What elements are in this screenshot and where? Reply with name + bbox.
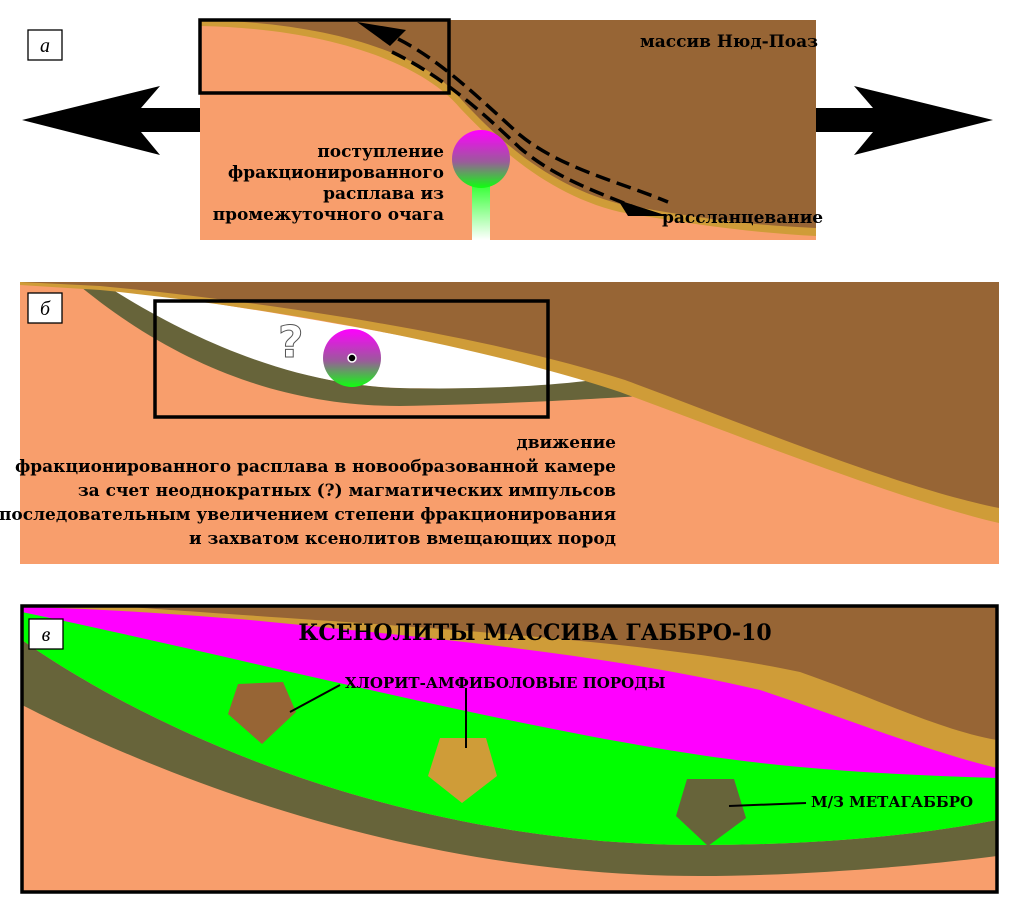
question-mark: ? [278, 317, 304, 368]
panel-b: б ? движение фракционированного расплава… [0, 282, 999, 564]
extension-arrow-right [815, 86, 993, 155]
schistosity-dash-upper [377, 28, 669, 204]
leader-chlorite-1 [289, 684, 341, 713]
panel-b-letter-box [27, 292, 63, 324]
caption-line-2: фракционированного расплава в новообразо… [15, 457, 616, 477]
inflow-line-3: расплава из [323, 184, 444, 204]
xenolith-olive [676, 779, 746, 846]
xenolith-ochre [428, 738, 497, 803]
caption-line-1: движение [516, 433, 616, 453]
label-metagabbro: М/З МЕТАГАББРО [811, 793, 973, 811]
panel-c: в КСЕНОЛИТЫ МАССИВА ГАББРО-10 ХЛОРИТ-АМФ… [20, 604, 999, 894]
extension-arrow-left [22, 86, 205, 155]
schistosity-arrowhead-down [618, 200, 668, 216]
massif-label: массив Нюд-Поаз [640, 32, 818, 52]
xenolith-brown [228, 682, 296, 744]
inflow-line-4: промежуточного очага [213, 205, 444, 225]
panel-a-letter-box [27, 29, 63, 61]
leader-metagabbro [728, 802, 807, 807]
massif-block-c [120, 606, 997, 740]
olive-band-c [22, 640, 997, 876]
inflow-line-2: фракционированного [228, 163, 444, 183]
panel-a-letter: а [40, 35, 50, 57]
inflow-line-1: поступление [317, 142, 444, 162]
caption-line-4: с последовательным увеличением степени ф… [0, 505, 616, 525]
panel-c-letter-box [28, 618, 64, 650]
massif-block-b [20, 282, 999, 508]
caption-line-5: и захватом ксенолитов вмещающих пород [189, 529, 616, 549]
zoom-frame-b [153, 299, 550, 419]
panel-c-frame [20, 604, 999, 894]
schistosity-dash-lower [391, 50, 651, 216]
panel-c-letter: в [42, 624, 51, 646]
caption-line-3: за счет неоднократных (?) магматических … [78, 481, 616, 501]
panel-a: а массив Нюд-Поаз поступление фракционир… [22, 18, 993, 240]
panel-c-title: КСЕНОЛИТЫ МАССИВА ГАББРО-10 [298, 620, 771, 646]
zoom-frame-a [198, 18, 451, 95]
schistosity-arrowhead-up [357, 22, 406, 46]
label-chlorite: ХЛОРИТ-АМФИБОЛОВЫЕ ПОРОДЫ [345, 674, 666, 692]
schistosity-label: рассланцевание [662, 208, 823, 228]
melt-ball-a [452, 130, 510, 188]
panel-b-letter: б [40, 298, 51, 320]
melt-center-dot [347, 353, 357, 363]
